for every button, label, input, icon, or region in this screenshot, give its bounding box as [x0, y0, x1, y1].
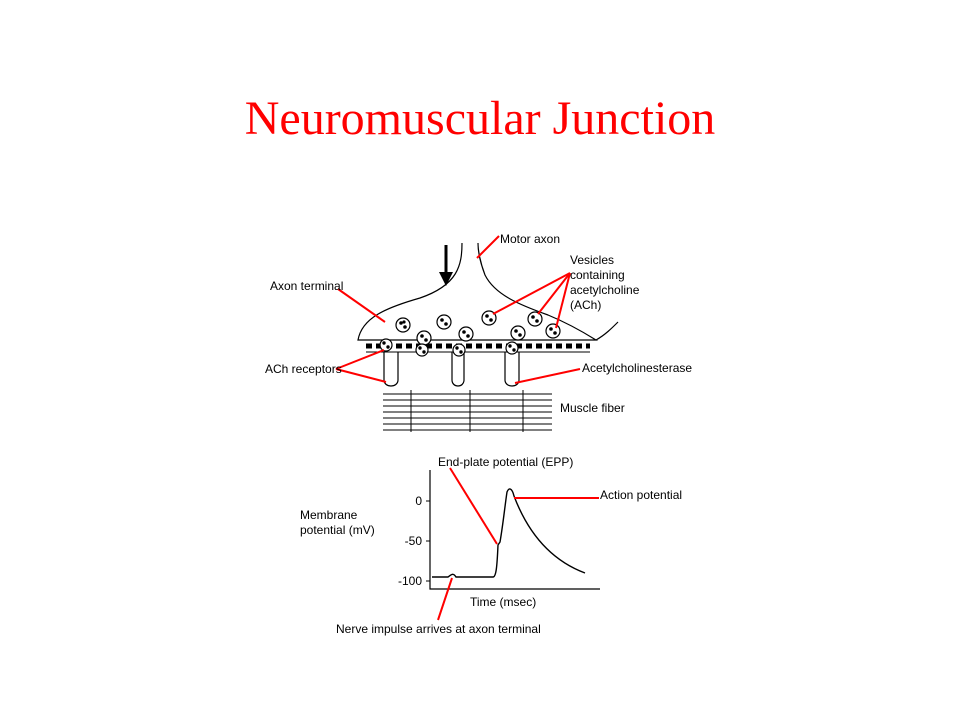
leader-line-ach-receptors — [335, 349, 385, 370]
label-membrane-potential-line1: Membrane — [300, 508, 358, 522]
muscle-fiber-drawing — [383, 390, 552, 432]
tick-label: -100 — [398, 574, 422, 588]
label-membrane-potential-line2: potential (mV) — [300, 523, 375, 537]
vesicle — [545, 323, 561, 339]
label-motor-axon: Motor axon — [500, 232, 560, 246]
junctional-fold — [504, 352, 520, 387]
label-time-axis: Time (msec) — [470, 595, 536, 609]
vesicle — [415, 343, 429, 357]
potential-trace — [432, 488, 586, 578]
tick-label: -50 — [405, 534, 423, 548]
vesicle — [458, 326, 474, 342]
leader-lines — [335, 235, 599, 621]
junctional-fold — [451, 352, 465, 387]
label-axon-terminal: Axon terminal — [270, 279, 343, 293]
axon-terminal-outline — [357, 242, 599, 341]
graph-axes — [429, 470, 600, 590]
label-vesicles-line2: containing — [570, 268, 625, 282]
down-arrow-icon — [439, 245, 453, 286]
postsynaptic-membrane — [366, 343, 590, 353]
label-epp: End-plate potential (EPP) — [438, 455, 573, 469]
synapse-drawing — [357, 242, 619, 387]
label-muscle-fiber: Muscle fiber — [560, 401, 625, 415]
vesicle — [436, 314, 452, 330]
leader-line-motor-axon — [476, 235, 500, 259]
vesicle — [395, 317, 411, 333]
label-nerve-impulse: Nerve impulse arrives at axon terminal — [336, 622, 541, 636]
vesicle — [527, 311, 543, 327]
label-ach-receptors: ACh receptors — [265, 362, 342, 376]
leader-line-axon-terminal — [337, 288, 386, 323]
vesicle — [452, 343, 466, 357]
muscle-surface — [595, 321, 619, 341]
label-vesicles-line4: (ACh) — [570, 298, 601, 312]
vesicles — [379, 310, 561, 357]
leader-line-vesicles — [537, 272, 571, 315]
label-action-potential: Action potential — [600, 488, 682, 502]
vesicle — [416, 330, 432, 346]
tick-label: 0 — [415, 494, 422, 508]
vesicle — [505, 341, 519, 355]
leader-line-ach-receptors — [335, 368, 387, 383]
leader-line-nerve-impulse — [437, 577, 453, 621]
leader-line-vesicles — [555, 272, 571, 329]
vesicle — [481, 310, 497, 326]
leader-line-epp — [449, 467, 498, 545]
vesicle — [510, 325, 526, 341]
label-vesicles-line3: acetylcholine — [570, 283, 640, 297]
leader-line-acetylcholinesterase — [514, 368, 581, 384]
leader-line-vesicles — [492, 272, 571, 315]
junctional-fold — [383, 352, 399, 387]
membrane-potential-graph — [426, 470, 600, 590]
label-vesicles-line1: Vesicles — [570, 253, 614, 267]
vesicle — [379, 338, 393, 352]
label-acetylcholinesterase: Acetylcholinesterase — [582, 361, 692, 375]
page-title: Neuromuscular Junction — [244, 92, 716, 145]
